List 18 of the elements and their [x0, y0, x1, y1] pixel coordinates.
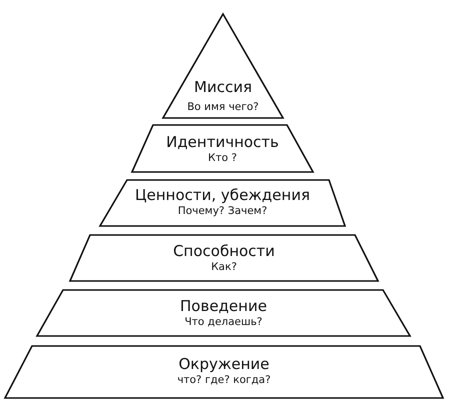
pyramid-tier	[5, 346, 443, 398]
tier-question: Во имя чего?	[187, 100, 259, 114]
pyramid-tier	[37, 290, 410, 336]
tier-title: Ценности, убеждения	[135, 186, 310, 204]
tier-title: Идентичность	[166, 133, 279, 151]
tier-question: Что делаешь?	[184, 315, 262, 329]
tier-title: Способности	[173, 242, 275, 260]
tier-question: Как?	[211, 260, 237, 274]
pyramid-tier	[132, 125, 313, 172]
tier-question: Почему? Зачем?	[178, 204, 268, 218]
pyramid-top-triangle	[163, 14, 283, 118]
pyramid-tier	[100, 180, 345, 226]
tier-title: Миссия	[194, 78, 252, 96]
tier-title: Поведение	[180, 297, 267, 315]
tier-question: что? где? когда?	[177, 373, 271, 387]
tier-question: Кто ?	[208, 151, 237, 165]
tier-title: Окружение	[178, 355, 270, 373]
pyramid-tier	[70, 235, 378, 281]
